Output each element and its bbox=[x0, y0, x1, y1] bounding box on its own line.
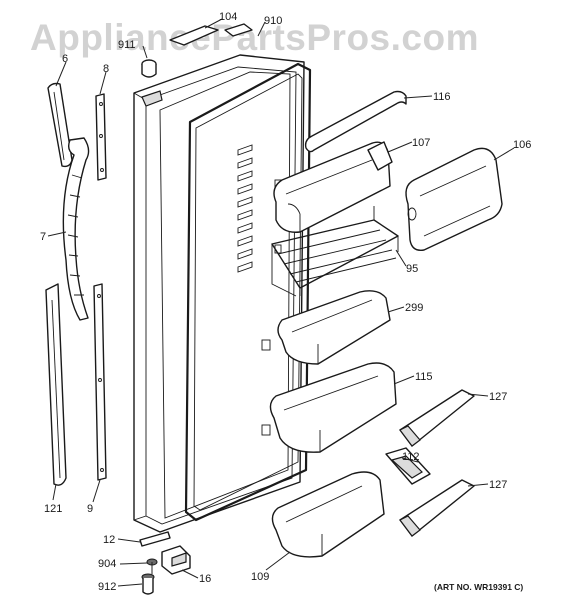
hinge-cap-911 bbox=[141, 59, 157, 78]
bin-clip-112 bbox=[385, 447, 431, 485]
label-95: 95 bbox=[406, 263, 418, 275]
bin-109 bbox=[271, 471, 385, 558]
label-9: 9 bbox=[87, 503, 93, 515]
screw-904 bbox=[146, 558, 158, 574]
top-trim-104 bbox=[169, 23, 253, 46]
label-911: 911 bbox=[118, 39, 136, 51]
label-8: 8 bbox=[103, 63, 109, 75]
label-12: 12 bbox=[103, 534, 115, 546]
bin-107 bbox=[273, 141, 393, 233]
door-outer-panel bbox=[133, 54, 305, 533]
label-6: 6 bbox=[62, 53, 68, 65]
label-127-upper: 127 bbox=[489, 391, 507, 403]
bracket-16 bbox=[161, 545, 191, 575]
art-number: (ART NO. WR19391 C) bbox=[434, 582, 523, 592]
bin-trim-116 bbox=[304, 90, 407, 153]
bracket-8 bbox=[95, 93, 107, 181]
wine-rack-95 bbox=[271, 206, 399, 297]
label-104: 104 bbox=[219, 11, 237, 23]
cover-106 bbox=[405, 147, 503, 251]
bin-115 bbox=[269, 362, 397, 453]
label-107: 107 bbox=[412, 137, 430, 149]
label-299: 299 bbox=[405, 302, 423, 314]
label-115: 115 bbox=[415, 371, 433, 383]
watermark-text: AppliancePartsPros.com bbox=[30, 17, 479, 58]
label-910: 910 bbox=[264, 15, 282, 27]
label-7: 7 bbox=[40, 231, 46, 243]
label-121: 121 bbox=[44, 503, 62, 515]
bin-299 bbox=[277, 290, 391, 365]
callout-labels: 104 910 911 6 8 7 116 107 106 95 299 115… bbox=[40, 11, 531, 593]
bin-trim-127-lower bbox=[399, 479, 475, 537]
bracket-9 bbox=[93, 283, 107, 481]
label-109: 109 bbox=[251, 571, 269, 583]
label-904: 904 bbox=[98, 558, 116, 570]
handle-trim-6 bbox=[47, 82, 73, 168]
label-116: 116 bbox=[433, 91, 451, 103]
handle-trim-121 bbox=[45, 283, 67, 486]
handle-7 bbox=[62, 137, 90, 321]
label-106: 106 bbox=[513, 139, 531, 151]
label-912: 912 bbox=[98, 581, 116, 593]
hinge-12 bbox=[139, 531, 171, 547]
label-127-lower: 127 bbox=[489, 479, 507, 491]
door-liner-ribs bbox=[237, 144, 282, 436]
pin-912 bbox=[141, 573, 155, 595]
bin-trim-127-upper bbox=[399, 389, 475, 447]
label-112: 112 bbox=[402, 451, 420, 463]
leader-lines bbox=[47, 18, 515, 587]
label-16: 16 bbox=[199, 573, 211, 585]
